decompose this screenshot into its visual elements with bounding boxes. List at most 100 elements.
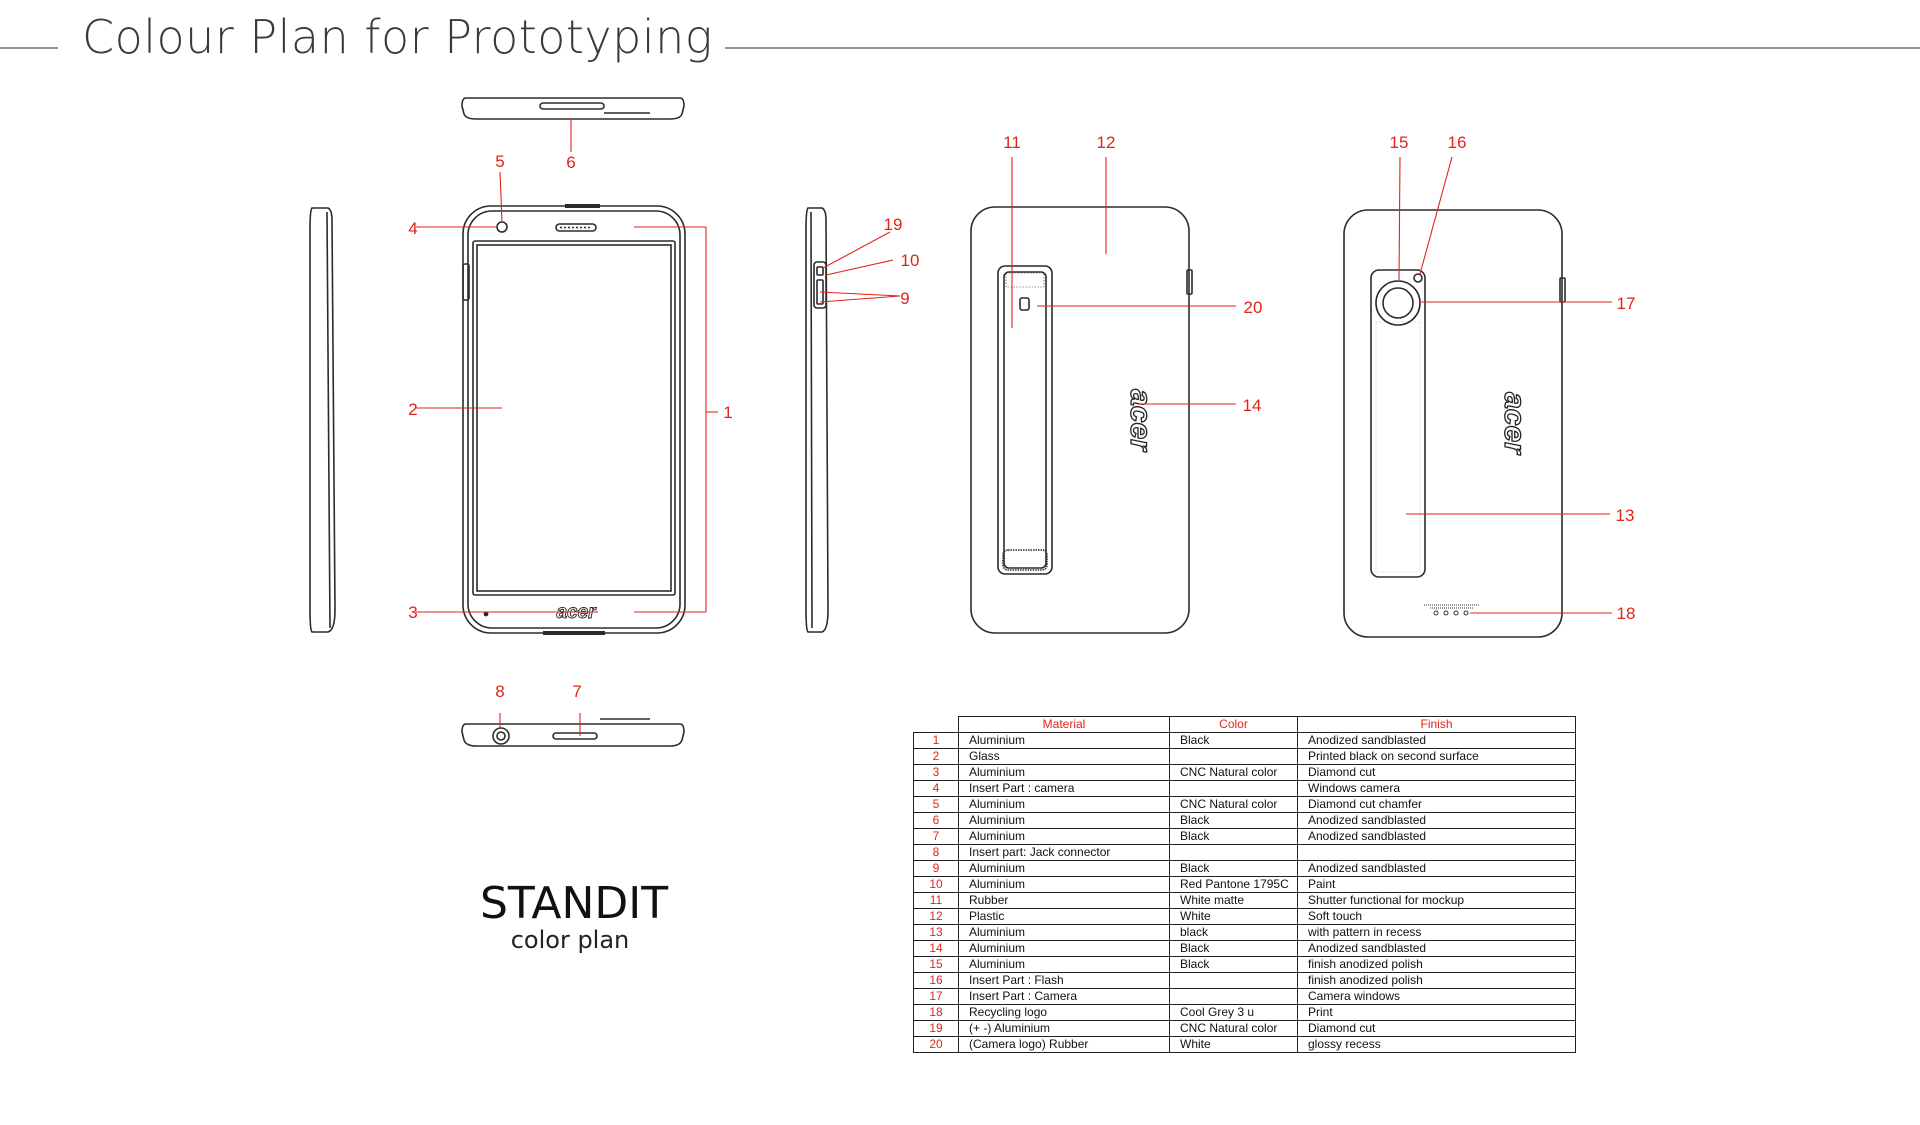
callout-number-17: 17 [1617, 294, 1636, 313]
row-number: 19 [913, 1020, 959, 1037]
callout-number-7: 7 [572, 682, 581, 701]
callout-number-16: 16 [1448, 133, 1467, 152]
header-color: Color [1169, 716, 1298, 733]
product-subtitle: color plan [510, 926, 630, 954]
cell-material: Aluminium [958, 924, 1170, 941]
cell-finish [1297, 844, 1576, 861]
phone-left-side-view [309, 207, 336, 633]
callout-number-4: 4 [408, 219, 417, 238]
row-number: 9 [913, 860, 959, 877]
callout-number-9: 9 [900, 289, 909, 308]
callout-number-18: 18 [1617, 604, 1636, 623]
row-number: 4 [913, 780, 959, 797]
phone-back-view-stand-closed [970, 206, 1193, 634]
cell-finish: finish anodized polish [1297, 956, 1576, 973]
row-number: 16 [913, 972, 959, 989]
cell-finish: Paint [1297, 876, 1576, 893]
callout-number-6: 6 [566, 153, 575, 172]
cell-finish: Diamond cut [1297, 764, 1576, 781]
callout-number-10: 10 [901, 251, 920, 270]
row-number: 18 [913, 1004, 959, 1021]
cell-color: black [1169, 924, 1298, 941]
cell-color: Black [1169, 828, 1298, 845]
callout-number-5: 5 [495, 152, 504, 171]
cell-color: CNC Natural color [1169, 1020, 1298, 1037]
cell-finish: Soft touch [1297, 908, 1576, 925]
cell-finish: Printed black on second surface [1297, 748, 1576, 765]
callout-leader-line [822, 231, 891, 269]
cell-color: Red Pantone 1795C [1169, 876, 1298, 893]
cell-color [1169, 988, 1298, 1005]
cell-color [1169, 748, 1298, 765]
phone-bottom-view [461, 718, 685, 747]
callout-number-15: 15 [1390, 133, 1409, 152]
cell-color: CNC Natural color [1169, 764, 1298, 781]
row-number: 8 [913, 844, 959, 861]
cell-finish: glossy recess [1297, 1036, 1576, 1053]
phone-back-view-stand-open [1343, 209, 1566, 638]
row-number: 10 [913, 876, 959, 893]
cell-finish: Print [1297, 1004, 1576, 1021]
cell-color: White [1169, 1036, 1298, 1053]
row-number: 3 [913, 764, 959, 781]
cell-color: Black [1169, 812, 1298, 829]
cell-material: Glass [958, 748, 1170, 765]
back-logo-b: acer [1498, 392, 1531, 456]
cell-color: Black [1169, 956, 1298, 973]
cell-color: Cool Grey 3 u [1169, 1004, 1298, 1021]
row-number: 7 [913, 828, 959, 845]
header-finish: Finish [1297, 716, 1576, 733]
callout-number-20: 20 [1244, 298, 1263, 317]
cell-material: Aluminium [958, 796, 1170, 813]
row-number: 20 [913, 1036, 959, 1053]
callout-number-12: 12 [1097, 133, 1116, 152]
callout-leader-line [819, 295, 901, 303]
cell-finish: Windows camera [1297, 780, 1576, 797]
cell-material: Recycling logo [958, 1004, 1170, 1021]
cell-color [1169, 972, 1298, 989]
callout-number-19: 19 [884, 215, 903, 234]
cell-material: Aluminium [958, 812, 1170, 829]
row-number: 1 [913, 732, 959, 749]
cell-material: Aluminium [958, 956, 1170, 973]
row-number: 15 [913, 956, 959, 973]
callout-leader-line [825, 259, 894, 276]
cell-finish: Camera windows [1297, 988, 1576, 1005]
cell-material: (Camera logo) Rubber [958, 1036, 1170, 1053]
cell-finish: Anodized sandblasted [1297, 860, 1576, 877]
callout-number-8: 8 [495, 682, 504, 701]
cell-material: Aluminium [958, 876, 1170, 893]
cell-material: Aluminium [958, 732, 1170, 749]
cell-material: Aluminium [958, 764, 1170, 781]
table-header-row: Material Color Finish [914, 716, 1576, 733]
cell-finish: finish anodized polish [1297, 972, 1576, 989]
cell-material: Plastic [958, 908, 1170, 925]
header-material: Material [958, 716, 1170, 733]
callout-leader-line [499, 171, 503, 223]
cell-finish: Diamond cut [1297, 1020, 1576, 1037]
row-number: 14 [913, 940, 959, 957]
cell-finish: Anodized sandblasted [1297, 732, 1576, 749]
cell-finish: with pattern in recess [1297, 924, 1576, 941]
cell-material: Aluminium [958, 940, 1170, 957]
cell-material: Insert Part : Flash [958, 972, 1170, 989]
cell-finish: Anodized sandblasted [1297, 940, 1576, 957]
